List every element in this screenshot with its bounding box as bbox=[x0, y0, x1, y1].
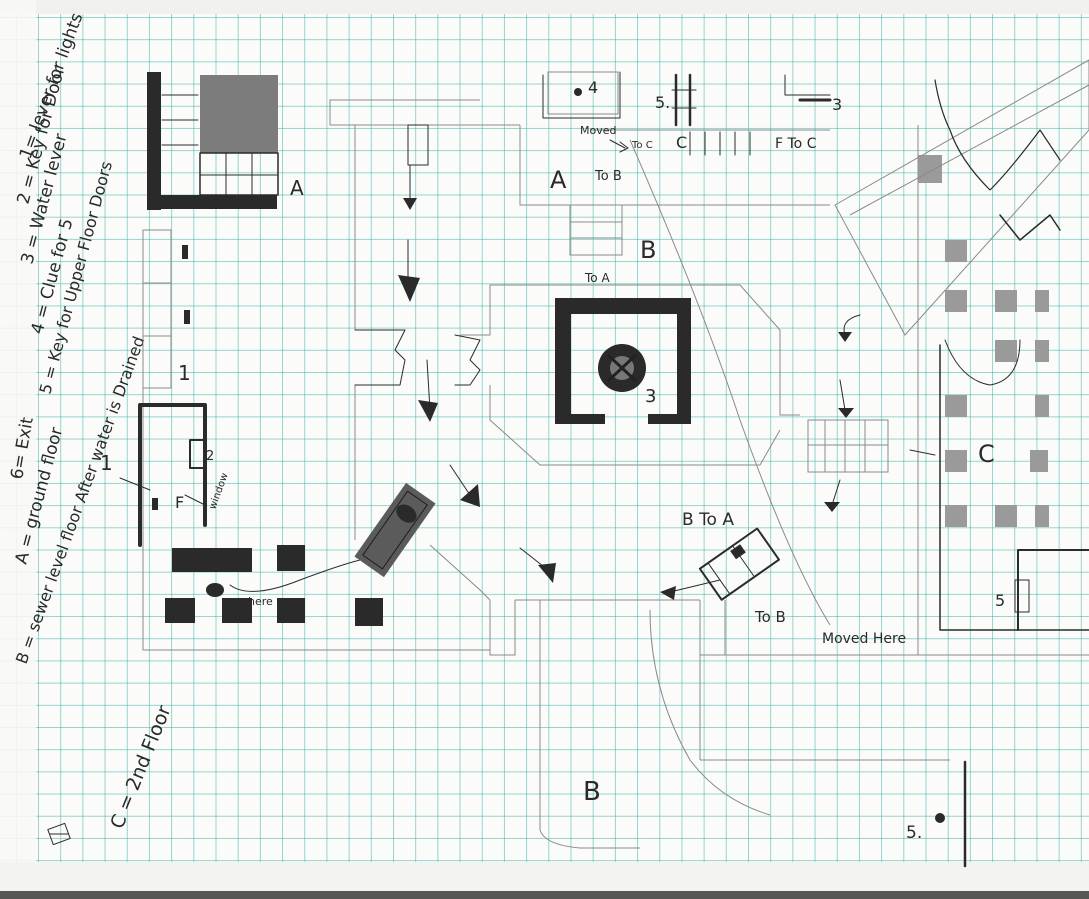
label-area-b-lower: B bbox=[583, 777, 601, 807]
label-c-top: C bbox=[676, 133, 687, 152]
sheet-edge-left bbox=[0, 0, 36, 899]
scan-edge bbox=[0, 891, 1089, 899]
label-here: here bbox=[248, 595, 273, 608]
sheet-edge-top bbox=[0, 0, 1089, 14]
label-3-top: 3 bbox=[832, 95, 842, 114]
label-5-top: 5. bbox=[655, 93, 670, 112]
label-moved-top: Moved bbox=[580, 124, 616, 137]
label-area-b-upper: B bbox=[640, 236, 656, 264]
sewer-drain-left bbox=[354, 482, 436, 578]
room-a-upper-left: A bbox=[147, 72, 304, 210]
label-5-bottom: 5. bbox=[906, 823, 922, 843]
top-stairs bbox=[689, 131, 751, 156]
top-room-strip: 4 Moved 5. 3 C To C F To C A To B bbox=[542, 71, 842, 194]
central-room: 3 bbox=[454, 284, 800, 466]
sewer-drain-right: B To A To B bbox=[660, 510, 786, 626]
label-window: window bbox=[207, 472, 230, 511]
sewer-b-lower: B Moved Here 5. bbox=[539, 600, 967, 868]
label-to-b-upper: To B bbox=[594, 169, 622, 184]
moved-trail bbox=[629, 139, 831, 626]
legend-item-c: C = 2nd Floor bbox=[106, 702, 175, 832]
left-corridor: 1 bbox=[142, 229, 191, 389]
room-c: C 5 bbox=[834, 59, 1089, 655]
label-to-b-lower: To B bbox=[754, 608, 786, 626]
label-to-a-upper: To A bbox=[584, 271, 610, 285]
corner-doodle bbox=[47, 822, 71, 846]
label-3-center: 3 bbox=[645, 386, 656, 407]
label-area-a-upper: A bbox=[550, 166, 567, 194]
label-1-left: 1 bbox=[178, 361, 191, 385]
center-corridor bbox=[354, 124, 556, 583]
label-moved-here: Moved Here bbox=[822, 631, 906, 647]
label-to-c-small: To C bbox=[631, 140, 653, 151]
label-5-right: 5 bbox=[995, 591, 1005, 610]
bottom-left-blocks: here bbox=[165, 545, 383, 626]
label-1-lower: 1 bbox=[100, 451, 113, 475]
stairs-right bbox=[807, 314, 936, 512]
label-area-a-left: A bbox=[290, 176, 304, 200]
legend-item-6: 6= Exit bbox=[7, 415, 38, 481]
label-b-to-a: B To A bbox=[682, 510, 734, 530]
label-area-c: C bbox=[978, 440, 995, 468]
label-f-left: F bbox=[175, 493, 184, 512]
label-f-to-c: F To C bbox=[775, 136, 817, 152]
misc-marks bbox=[184, 139, 629, 506]
label-4: 4 bbox=[588, 78, 598, 97]
stairs-a-to-b: B To A bbox=[569, 204, 656, 285]
label-2: 2 bbox=[206, 449, 214, 464]
room-exit: 2 1 F window bbox=[100, 403, 231, 547]
